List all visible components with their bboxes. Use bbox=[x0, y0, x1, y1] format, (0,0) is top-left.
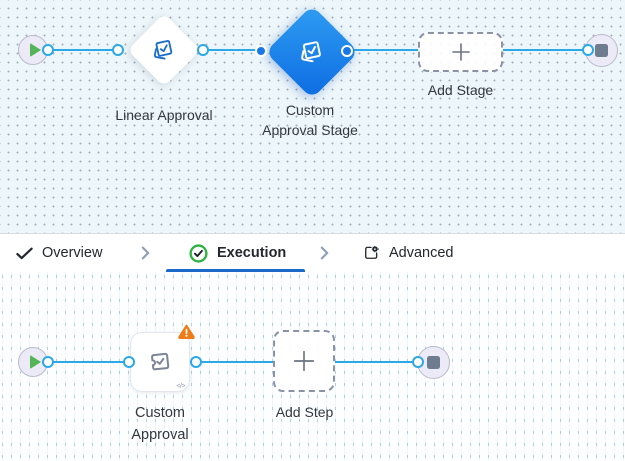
port-linear-in[interactable] bbox=[112, 44, 124, 56]
port-end-in[interactable] bbox=[412, 356, 424, 368]
stop-icon bbox=[427, 356, 440, 369]
edge-custom-to-add bbox=[347, 49, 418, 51]
add-step-button[interactable] bbox=[273, 330, 335, 392]
tab-label: Overview bbox=[42, 245, 103, 261]
add-stage-button[interactable] bbox=[418, 32, 503, 72]
edge-add-to-end bbox=[503, 49, 588, 51]
plus-icon bbox=[292, 349, 316, 373]
port-custom-in[interactable] bbox=[123, 356, 135, 368]
advanced-settings-icon bbox=[362, 244, 380, 262]
play-icon bbox=[29, 43, 41, 57]
stage-flow-canvas[interactable]: Linear Approval Custom Approval Stage Ad… bbox=[0, 0, 625, 233]
check-icon bbox=[16, 247, 33, 260]
port-end-in[interactable] bbox=[582, 44, 594, 56]
approval-task-icon bbox=[145, 347, 175, 377]
step-flow-canvas[interactable]: </> Custom Approval Add Step bbox=[0, 272, 625, 461]
warning-icon bbox=[178, 324, 195, 339]
chevron-right-icon bbox=[320, 234, 329, 272]
play-icon bbox=[29, 355, 41, 369]
execution-tab-bar: Overview Execution bbox=[0, 233, 625, 272]
plus-icon bbox=[450, 41, 472, 63]
port-custom-out[interactable] bbox=[190, 356, 202, 368]
active-tab-underline bbox=[166, 269, 305, 272]
node-custom-approval[interactable]: </> bbox=[130, 324, 195, 392]
edge-start-to-custom bbox=[48, 361, 129, 363]
edge-start-to-linear bbox=[48, 49, 118, 51]
node-linear-approval[interactable] bbox=[127, 13, 201, 87]
tab-overview[interactable]: Overview bbox=[16, 234, 102, 272]
tab-label: Execution bbox=[217, 245, 287, 261]
code-icon: </> bbox=[176, 383, 185, 390]
approval-stage-icon bbox=[151, 37, 177, 63]
node-label-custom-approval: Custom Approval bbox=[131, 405, 189, 443]
chevron-right-icon bbox=[141, 234, 150, 272]
check-circle-icon bbox=[189, 243, 208, 263]
edge-linear-to-custom bbox=[203, 49, 261, 51]
add-stage-label: Add Stage bbox=[427, 82, 494, 98]
end-node[interactable] bbox=[585, 34, 618, 67]
tab-advanced[interactable]: Advanced bbox=[362, 234, 454, 272]
port-custom-in[interactable] bbox=[255, 45, 267, 57]
edge-custom-to-add bbox=[196, 361, 273, 363]
stop-icon bbox=[595, 44, 608, 57]
approval-stage-icon bbox=[298, 38, 326, 66]
tab-label: Advanced bbox=[389, 245, 454, 261]
node-custom-approval-stage[interactable] bbox=[265, 5, 359, 99]
node-label-custom-approval-stage: Custom Approval Stage bbox=[262, 102, 358, 138]
port-custom-out[interactable] bbox=[341, 45, 353, 57]
port-start-out[interactable] bbox=[42, 44, 54, 56]
edge-add-to-end bbox=[335, 361, 413, 363]
tab-execution[interactable]: Execution bbox=[189, 234, 286, 272]
port-linear-out[interactable] bbox=[197, 44, 209, 56]
node-label-linear-approval: Linear Approval bbox=[115, 107, 213, 123]
add-step-label: Add Step bbox=[275, 404, 334, 420]
port-start-out[interactable] bbox=[42, 356, 54, 368]
